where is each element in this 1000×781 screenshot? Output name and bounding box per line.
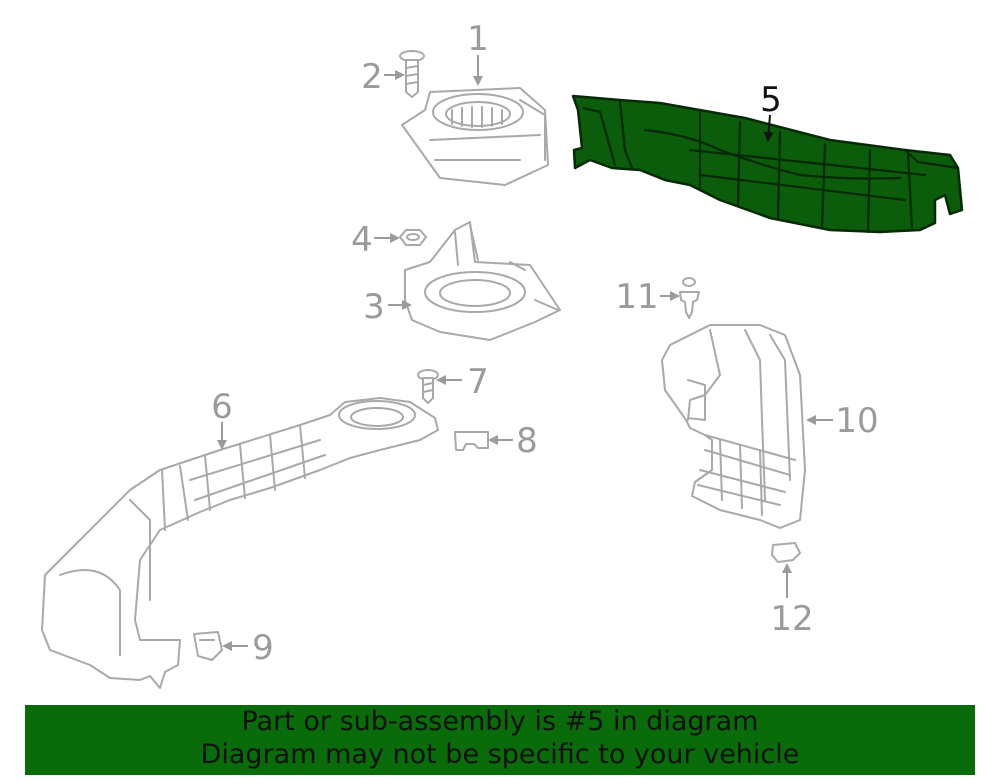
callout-6: 6 — [211, 387, 233, 427]
part-10-rear-duct — [661, 324, 806, 529]
parts-diagram: 1 2 3 4 5 6 7 8 9 10 11 12 — [41, 19, 964, 689]
part-6-lower-duct — [41, 397, 439, 689]
callout-3: 3 — [363, 287, 385, 327]
callout-12: 12 — [770, 599, 813, 639]
part-2-screw — [399, 50, 425, 98]
callout-1: 1 — [467, 19, 489, 59]
part-7-screw — [417, 369, 439, 404]
callout-9: 9 — [252, 628, 274, 668]
callout-10: 10 — [835, 401, 878, 441]
part-3-bracket — [404, 221, 561, 341]
part-11-push-pin — [679, 277, 700, 319]
callout-2: 2 — [361, 57, 383, 97]
banner-line-2: Diagram may not be specific to your vehi… — [200, 739, 800, 770]
callout-11: 11 — [615, 277, 658, 317]
part-8-clip — [454, 431, 489, 451]
part-5-upper-duct — [571, 94, 964, 234]
callout-7: 7 — [467, 362, 489, 402]
info-banner: Part or sub-assembly is #5 in diagram Di… — [25, 705, 975, 775]
callout-4: 4 — [351, 220, 373, 260]
part-4-nut — [399, 229, 427, 246]
callout-5: 5 — [760, 80, 782, 120]
part-1-blower-housing — [401, 87, 549, 186]
callout-8: 8 — [516, 421, 538, 461]
leader-5 — [763, 114, 774, 142]
part-12-clip — [771, 542, 801, 563]
banner-line-1: Part or sub-assembly is #5 in diagram — [241, 706, 759, 737]
part-9-clip — [193, 631, 223, 661]
